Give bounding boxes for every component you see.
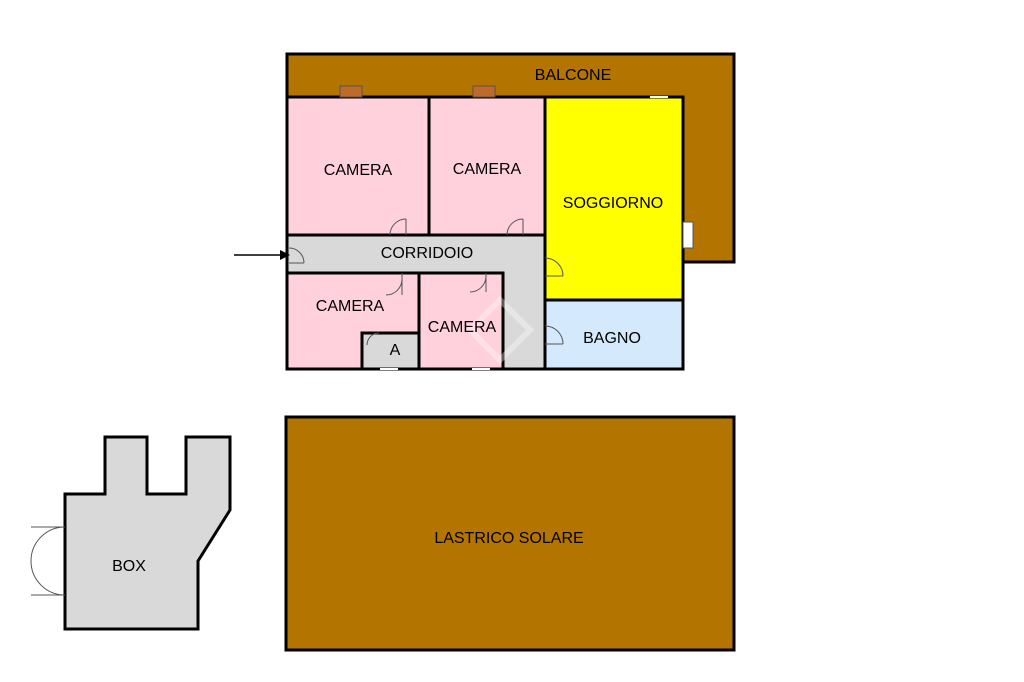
window-camera-1 bbox=[339, 85, 363, 98]
balcone-label: BALCONE bbox=[535, 67, 611, 84]
door-camera-3 bbox=[385, 273, 403, 296]
door-bagno bbox=[544, 325, 564, 345]
watermark-logo-icon bbox=[465, 295, 535, 365]
camera-4-area bbox=[417, 271, 505, 371]
soggiorno-area bbox=[543, 95, 685, 302]
bagno-area bbox=[543, 298, 685, 371]
lastrico-solare-area bbox=[284, 415, 736, 652]
entrance-arrow-icon bbox=[234, 250, 290, 260]
camera-1-label: CAMERA bbox=[324, 162, 393, 179]
door-camera-4 bbox=[469, 273, 487, 293]
box-door-double bbox=[30, 526, 66, 596]
window-camera-2 bbox=[472, 85, 496, 98]
ripostiglio-label: A bbox=[390, 342, 401, 359]
bagno-label: BAGNO bbox=[583, 330, 641, 347]
door-entrance bbox=[288, 247, 305, 264]
camera-3-label: CAMERA bbox=[316, 298, 385, 315]
soggiorno-label: SOGGIORNO bbox=[563, 195, 663, 212]
box-area bbox=[63, 435, 232, 631]
door-camera-1 bbox=[389, 218, 407, 236]
camera-2-area bbox=[427, 95, 547, 237]
lastrico-solare-label: LASTRICO SOLARE bbox=[434, 530, 583, 547]
box-label: BOX bbox=[112, 558, 146, 575]
door-ripostiglio bbox=[366, 332, 380, 346]
door-camera-2 bbox=[506, 218, 524, 236]
ripostiglio-area bbox=[360, 331, 421, 371]
camera-4-label: CAMERA bbox=[428, 319, 497, 336]
corridoio-label: CORRIDOIO bbox=[381, 245, 473, 262]
window-soggiorno bbox=[682, 221, 694, 249]
camera-2-label: CAMERA bbox=[453, 161, 522, 178]
door-soggiorno bbox=[544, 257, 564, 277]
